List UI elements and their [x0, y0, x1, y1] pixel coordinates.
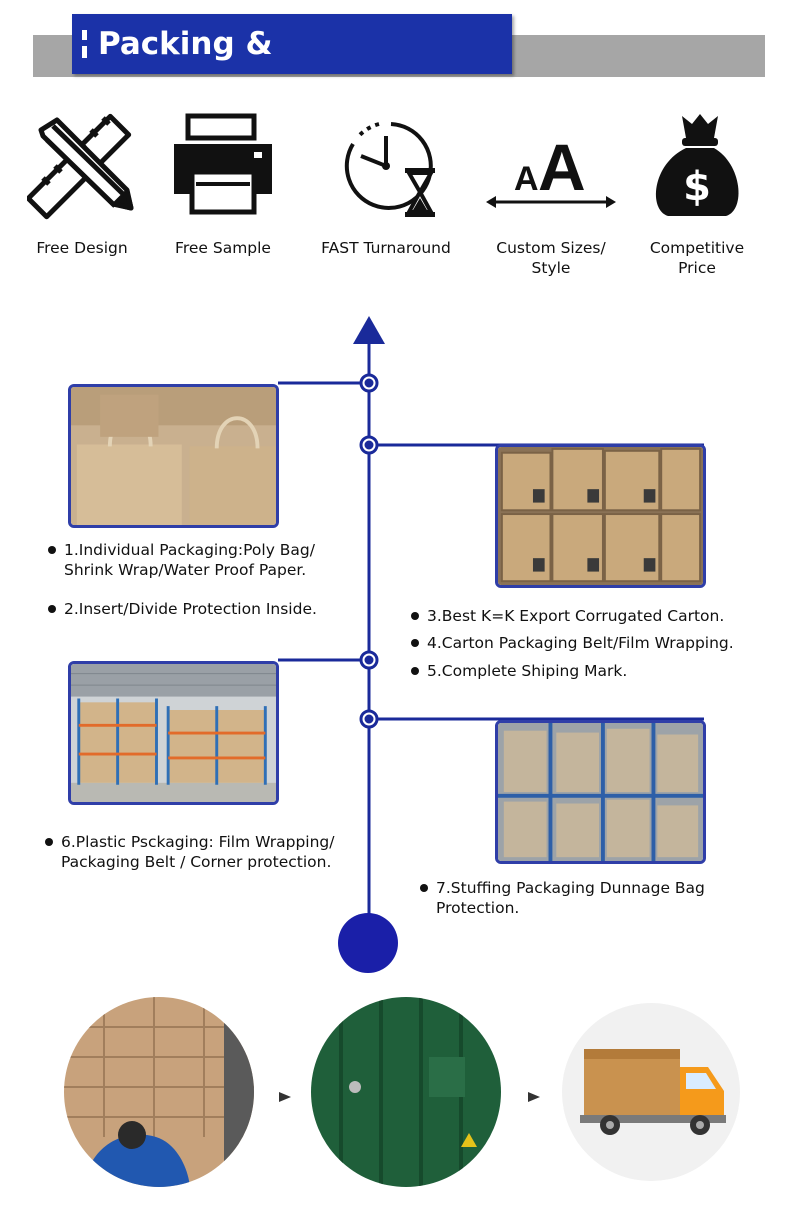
step-text: 7.Stuffing Packaging Dunnage Bag Protect… — [436, 879, 705, 917]
bullet-dot — [48, 605, 56, 613]
timeline-end-node — [338, 913, 398, 973]
feature-label: Free Design — [36, 239, 128, 257]
step-item: 1.Individual Packaging:Poly Bag/ Shrink … — [48, 540, 315, 580]
feature-free-sample: Free Sample — [148, 110, 298, 258]
title-mark — [82, 30, 87, 40]
delivery-truck-photo — [562, 1003, 740, 1181]
bullet-dot — [411, 612, 419, 620]
flow-arrow-icon — [528, 1092, 540, 1102]
money-bag-icon: $ — [655, 114, 739, 216]
font-size-icon: A A — [486, 130, 616, 208]
step-text: 3.Best K=K Export Corrugated Carton. — [427, 607, 725, 625]
dollar-glyph: $ — [683, 164, 711, 210]
worker-loading-cartons-photo — [64, 997, 254, 1187]
feature-competitive-price: $ Competitive Price — [622, 110, 772, 278]
feature-label: Competitive Price — [649, 239, 745, 277]
pencil-ruler-icon — [27, 113, 134, 220]
font-size-glyph-small: A — [514, 160, 539, 198]
feature-label: FAST Turnaround — [321, 239, 451, 257]
step-item: 4.Carton Packaging Belt/Film Wrapping. — [411, 633, 734, 653]
bullet-dot — [411, 639, 419, 647]
step-text: 1.Individual Packaging:Poly Bag/ Shrink … — [64, 541, 315, 579]
stacked-cartons-photo — [495, 444, 706, 588]
step-item: 5.Complete Shiping Mark. — [411, 661, 627, 681]
step-text: 2.Insert/Divide Protection Inside. — [64, 600, 317, 618]
feature-fast-turnaround: FAST Turnaround — [311, 110, 461, 258]
timeline-arrow-head — [353, 316, 385, 344]
feature-label: Custom Sizes/ Style — [496, 239, 606, 277]
shipping-container-photo — [311, 997, 501, 1187]
step-text: 5.Complete Shiping Mark. — [427, 662, 628, 680]
step-text: 6.Plastic Psckaging: Film Wrapping/ Pack… — [61, 833, 335, 871]
printer-icon — [174, 113, 272, 215]
step-item: 2.Insert/Divide Protection Inside. — [48, 599, 317, 619]
bullet-dot — [411, 667, 419, 675]
bullet-dot — [420, 884, 428, 892]
step-text: 4.Carton Packaging Belt/Film Wrapping. — [427, 634, 734, 652]
timeline-node — [359, 435, 379, 455]
bullet-dot — [48, 546, 56, 554]
feature-custom-sizes: A A Custom Sizes/ Style — [476, 110, 626, 278]
timeline-node — [359, 373, 379, 393]
title-mark — [82, 46, 87, 58]
step-item: 6.Plastic Psckaging: Film Wrapping/ Pack… — [45, 832, 334, 872]
feature-label: Free Sample — [175, 239, 271, 257]
font-size-glyph-large: A — [538, 130, 586, 204]
pallet-racks-photo — [495, 720, 706, 864]
step-item: 7.Stuffing Packaging Dunnage Bag Protect… — [420, 878, 705, 918]
bullet-dot — [45, 838, 53, 846]
flow-arrow-icon — [279, 1092, 291, 1102]
step-item: 3.Best K=K Export Corrugated Carton. — [411, 606, 724, 626]
feature-free-design: Free Design — [7, 110, 157, 258]
page-title: Packing & Transportation — [72, 14, 512, 122]
timeline-node — [359, 650, 379, 670]
kraft-paper-bags-photo — [68, 384, 279, 528]
clock-hourglass-icon — [344, 122, 435, 217]
warehouse-racks-photo — [68, 661, 279, 805]
timeline-node — [359, 709, 379, 729]
